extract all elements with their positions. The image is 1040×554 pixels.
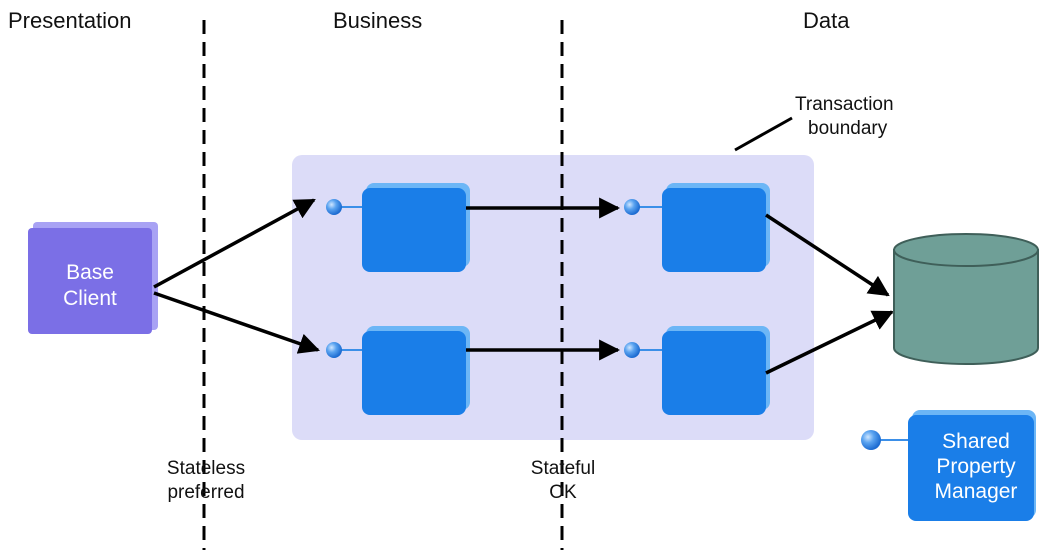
arrow-bottom-data-to-database (765, 310, 894, 375)
interface-ball-icon (624, 199, 640, 215)
base-client-label-line1: Base (66, 261, 114, 284)
transaction-boundary-label-line2: boundary (808, 118, 888, 139)
shared-property-manager-box (908, 415, 1034, 521)
interface-ball-icon (624, 342, 640, 358)
base-client-box (28, 228, 152, 334)
arrow-client-to-top-component (153, 198, 316, 289)
component-box-icon (662, 331, 766, 415)
interface-ball-icon (861, 430, 881, 450)
transaction-boundary-label-line1: Transaction (795, 94, 894, 115)
component-box-icon (362, 331, 466, 415)
base-client-label-line2: Client (63, 287, 117, 310)
tier-label-business: Business (333, 8, 422, 33)
stateful-note-line1: Stateful (531, 458, 595, 479)
component-box-icon (662, 188, 766, 272)
arrow-client-to-bottom-component (153, 291, 320, 354)
spm-label-line1: Shared (942, 430, 1010, 453)
stateless-note-line2: preferred (167, 482, 244, 503)
database-cylinder-icon (893, 233, 1039, 365)
component-box-icon (362, 188, 466, 272)
stateless-note-line1: Stateless (167, 458, 245, 479)
spm-label-line3: Manager (935, 480, 1018, 503)
base-client: Base Client (28, 222, 158, 334)
shared-property-manager: Shared Property Manager (861, 410, 1036, 521)
data-component-bottom (624, 326, 770, 415)
business-component-top (326, 183, 470, 272)
interface-ball-icon (326, 199, 342, 215)
tier-label-data: Data (803, 8, 850, 33)
tier-label-presentation: Presentation (8, 8, 132, 33)
data-component-top (624, 183, 770, 272)
interface-ball-icon (326, 342, 342, 358)
spm-label-line2: Property (936, 455, 1016, 478)
arrow-top-data-to-database (765, 213, 890, 297)
stateful-note-line2: OK (549, 482, 577, 503)
transaction-boundary-pointer (734, 116, 793, 152)
business-component-bottom (326, 326, 470, 415)
